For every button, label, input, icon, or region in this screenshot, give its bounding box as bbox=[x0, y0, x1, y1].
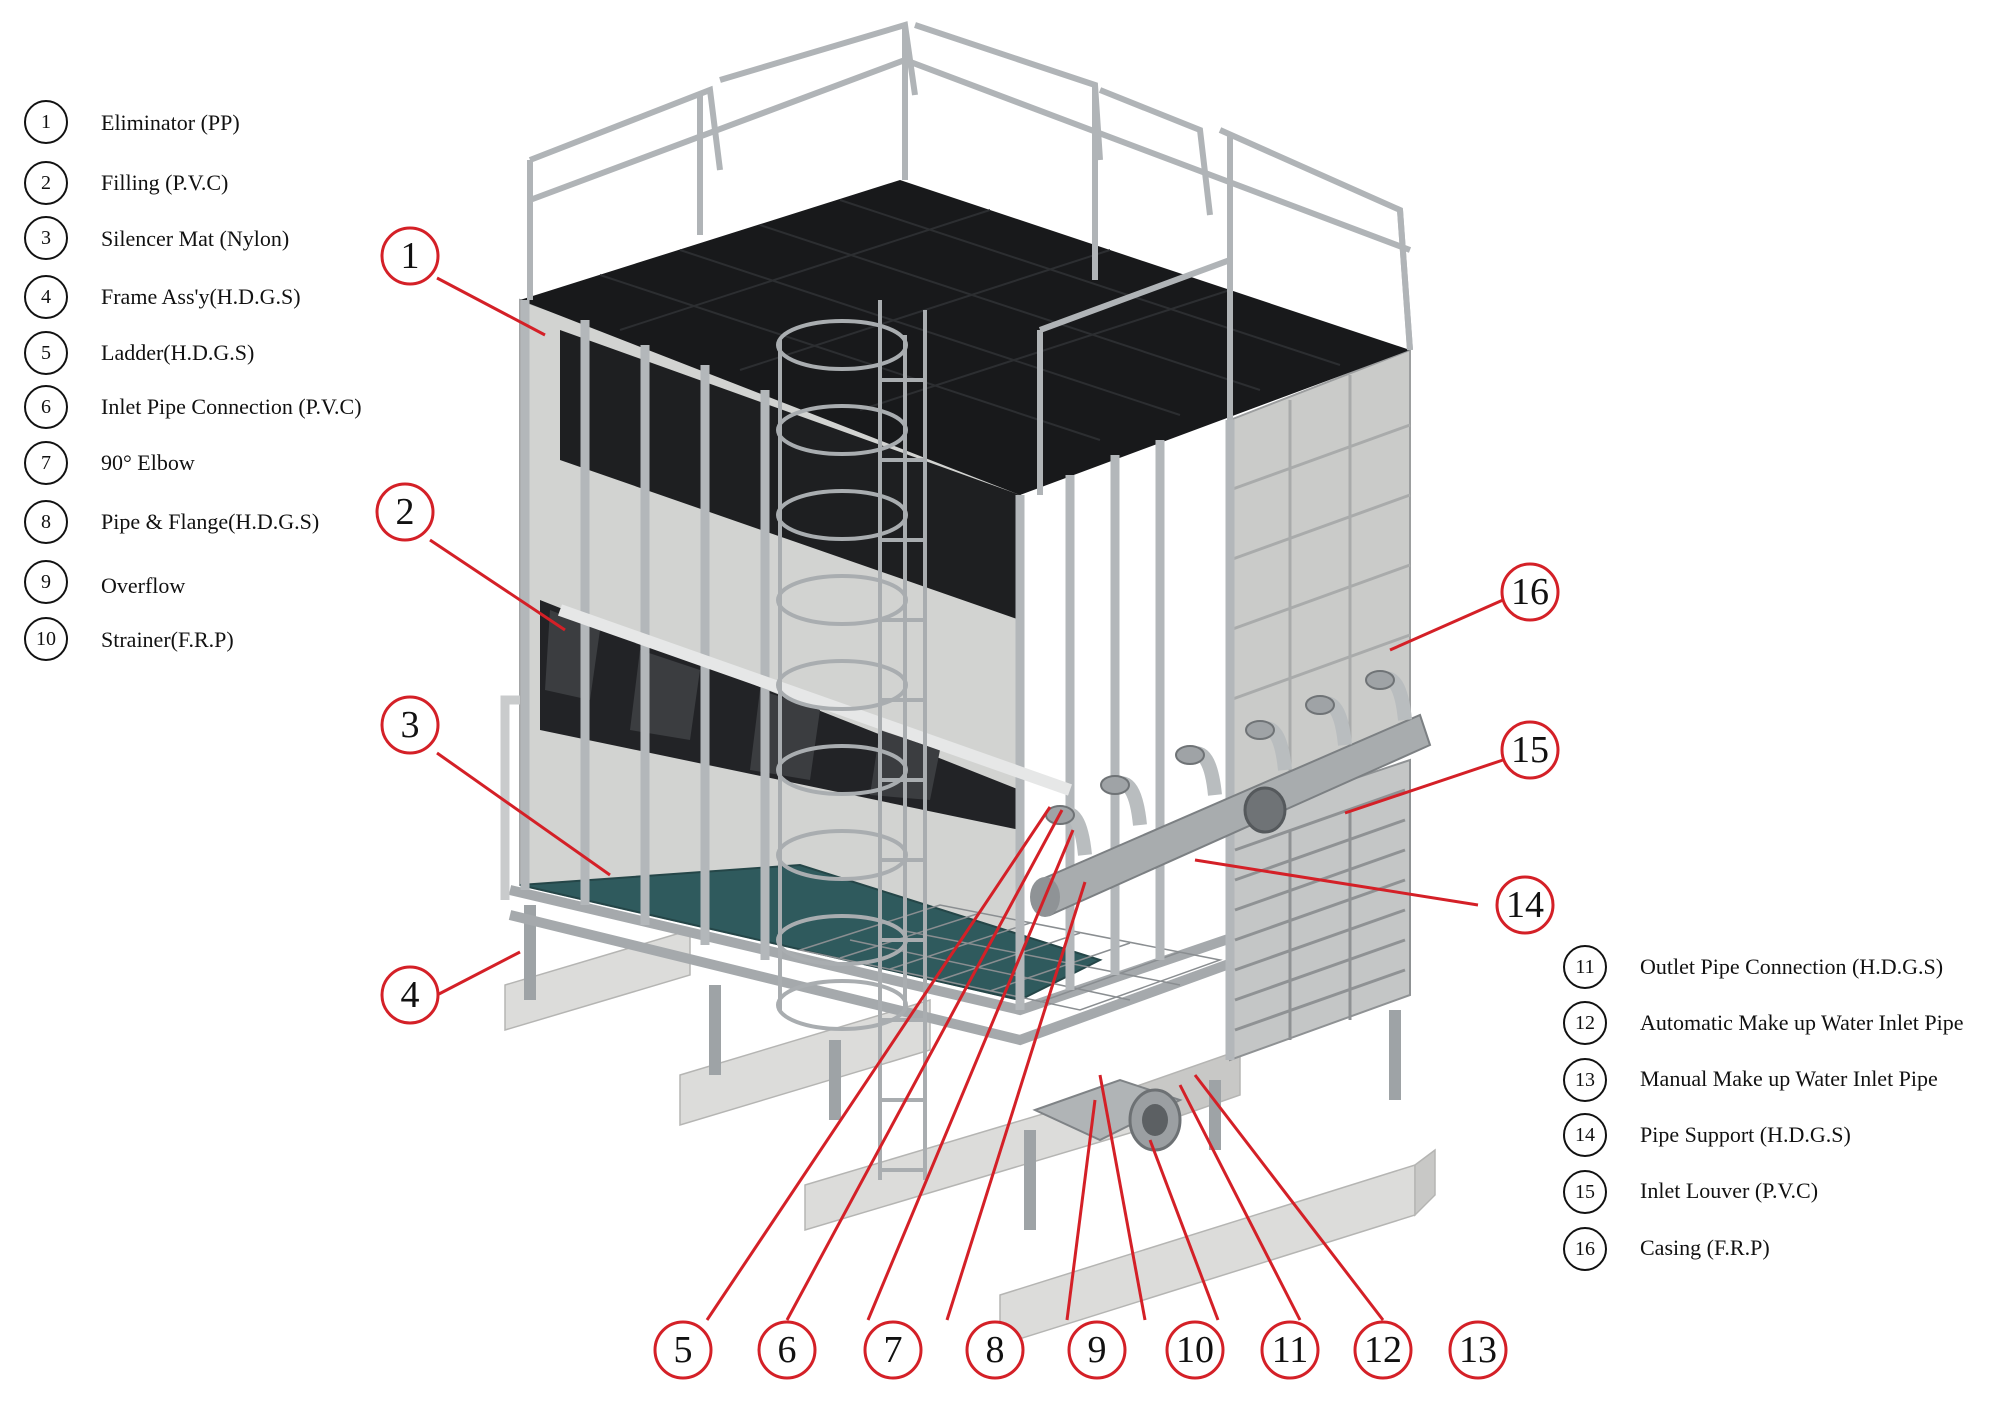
svg-text:13: 13 bbox=[1459, 1329, 1497, 1371]
callout-2: 2 bbox=[375, 482, 435, 542]
legend-item-4: 4 Frame Ass'y(H.D.G.S) bbox=[24, 275, 301, 319]
legend-item-10: 10 Strainer(F.R.P) bbox=[24, 617, 234, 661]
legend-item-6: 6 Inlet Pipe Connection (P.V.C) bbox=[24, 385, 362, 429]
svg-text:Manual Make up Water Inlet Pip: Manual Make up Water Inlet Pipe bbox=[1640, 1066, 1938, 1091]
legend-item-15: 15 Inlet Louver (P.V.C) bbox=[1563, 1170, 1818, 1214]
callout-6: 6 bbox=[757, 1320, 817, 1380]
svg-text:5: 5 bbox=[41, 342, 51, 364]
legend-item-11: 11 Outlet Pipe Connection (H.D.G.S) bbox=[1563, 945, 1943, 989]
svg-text:4: 4 bbox=[41, 286, 51, 308]
legend-item-5: 5 Ladder(H.D.G.S) bbox=[24, 331, 254, 375]
svg-text:16: 16 bbox=[1511, 571, 1549, 613]
svg-text:Filling (P.V.C): Filling (P.V.C) bbox=[101, 170, 228, 195]
svg-text:7: 7 bbox=[41, 452, 51, 474]
svg-text:Casing (F.R.P): Casing (F.R.P) bbox=[1640, 1235, 1770, 1260]
svg-text:15: 15 bbox=[1575, 1181, 1595, 1203]
svg-text:5: 5 bbox=[674, 1329, 693, 1371]
svg-text:14: 14 bbox=[1506, 884, 1544, 926]
legend-item-16: 16 Casing (F.R.P) bbox=[1563, 1227, 1770, 1271]
svg-text:1: 1 bbox=[401, 235, 420, 277]
svg-text:14: 14 bbox=[1575, 1124, 1595, 1146]
callout-4: 4 bbox=[380, 965, 440, 1025]
svg-text:1: 1 bbox=[41, 111, 51, 133]
cooling-tower-illustration bbox=[500, 21, 1436, 1347]
legend-left: 1 Eliminator (PP) 2 Filling (P.V.C) 3 Silen… bbox=[24, 100, 362, 661]
callout-10: 10 bbox=[1165, 1320, 1225, 1380]
svg-text:Inlet Louver (P.V.C): Inlet Louver (P.V.C) bbox=[1640, 1178, 1818, 1203]
svg-text:12: 12 bbox=[1575, 1012, 1595, 1034]
svg-text:6: 6 bbox=[778, 1329, 797, 1371]
callout-9: 9 bbox=[1067, 1320, 1127, 1380]
callout-15: 15 bbox=[1500, 720, 1560, 780]
top-handrail bbox=[527, 21, 1413, 495]
svg-text:7: 7 bbox=[884, 1329, 903, 1371]
svg-text:Inlet Pipe Connection (P.V.C): Inlet Pipe Connection (P.V.C) bbox=[101, 394, 362, 419]
svg-text:12: 12 bbox=[1364, 1329, 1402, 1371]
svg-text:Strainer(F.R.P): Strainer(F.R.P) bbox=[101, 627, 234, 652]
callout-8: 8 bbox=[965, 1320, 1025, 1380]
svg-text:6: 6 bbox=[41, 396, 51, 418]
outlet-header bbox=[1030, 670, 1432, 917]
callout-3: 3 bbox=[380, 695, 440, 755]
callout-16: 16 bbox=[1500, 562, 1560, 622]
legend-item-3: 3 Silencer Mat (Nylon) bbox=[24, 216, 289, 260]
svg-text:Ladder(H.D.G.S): Ladder(H.D.G.S) bbox=[101, 340, 254, 365]
legend-item-9: 9 Overflow bbox=[24, 560, 185, 604]
callout-13: 13 bbox=[1448, 1320, 1508, 1380]
svg-text:Frame Ass'y(H.D.G.S): Frame Ass'y(H.D.G.S) bbox=[101, 284, 301, 309]
svg-text:Overflow: Overflow bbox=[101, 573, 185, 598]
legend-item-8: 8 Pipe & Flange(H.D.G.S) bbox=[24, 500, 319, 544]
svg-text:Automatic Make up Water Inlet: Automatic Make up Water Inlet Pipe bbox=[1640, 1010, 1963, 1035]
callout-5: 5 bbox=[653, 1320, 713, 1380]
basin-grating bbox=[797, 904, 1223, 1011]
callout-1: 1 bbox=[380, 226, 440, 286]
svg-text:Pipe Support (H.D.G.S): Pipe Support (H.D.G.S) bbox=[1640, 1122, 1851, 1147]
legend-item-2: 2 Filling (P.V.C) bbox=[24, 161, 228, 205]
svg-text:Silencer Mat (Nylon): Silencer Mat (Nylon) bbox=[101, 226, 289, 251]
svg-text:Eliminator (PP): Eliminator (PP) bbox=[101, 110, 240, 135]
callouts: 1 2 3 4 5 6 7 8 9 10 11 12 13 14 15 16 bbox=[375, 226, 1560, 1380]
legend-item-1: 1 Eliminator (PP) bbox=[24, 100, 240, 144]
eliminator-top bbox=[520, 180, 1410, 495]
svg-text:10: 10 bbox=[1176, 1329, 1214, 1371]
svg-text:Outlet Pipe Connection (H.D.G.: Outlet Pipe Connection (H.D.G.S) bbox=[1640, 954, 1943, 979]
svg-text:10: 10 bbox=[36, 628, 56, 650]
leader-lines bbox=[429, 276, 1504, 1321]
svg-text:13: 13 bbox=[1575, 1069, 1595, 1091]
svg-text:2: 2 bbox=[396, 491, 415, 533]
distribution-pipe bbox=[558, 604, 1072, 796]
svg-text:3: 3 bbox=[401, 704, 420, 746]
svg-text:16: 16 bbox=[1575, 1238, 1595, 1260]
svg-text:Pipe & Flange(H.D.G.S): Pipe & Flange(H.D.G.S) bbox=[101, 509, 319, 534]
callout-11: 11 bbox=[1260, 1320, 1320, 1380]
svg-text:8: 8 bbox=[986, 1329, 1005, 1371]
legend-item-14: 14 Pipe Support (H.D.G.S) bbox=[1563, 1113, 1851, 1157]
svg-text:90° Elbow: 90° Elbow bbox=[101, 450, 195, 475]
legend-right: 11 Outlet Pipe Connection (H.D.G.S) 12 Aut… bbox=[1563, 945, 1963, 1271]
overflow-pipe bbox=[500, 695, 520, 900]
legend-item-7: 7 90° Elbow bbox=[24, 441, 195, 485]
callout-7: 7 bbox=[863, 1320, 923, 1380]
svg-text:3: 3 bbox=[41, 227, 51, 249]
svg-text:9: 9 bbox=[1088, 1329, 1107, 1371]
svg-text:11: 11 bbox=[1575, 956, 1594, 978]
louver-slats bbox=[1234, 788, 1406, 1040]
svg-text:9: 9 bbox=[41, 571, 51, 593]
caged-ladder bbox=[776, 300, 927, 1180]
svg-text:15: 15 bbox=[1511, 729, 1549, 771]
legend-item-12: 12 Automatic Make up Water Inlet Pipe bbox=[1563, 1001, 1963, 1045]
svg-text:4: 4 bbox=[401, 974, 420, 1016]
legend-item-13: 13 Manual Make up Water Inlet Pipe bbox=[1563, 1058, 1938, 1102]
svg-text:11: 11 bbox=[1272, 1329, 1309, 1371]
callout-12: 12 bbox=[1353, 1320, 1413, 1380]
svg-text:2: 2 bbox=[41, 172, 51, 194]
concrete-foundation bbox=[504, 928, 1436, 1347]
svg-text:8: 8 bbox=[41, 511, 51, 533]
callout-14: 14 bbox=[1495, 875, 1555, 935]
casing-panel-grid bbox=[1229, 375, 1411, 790]
